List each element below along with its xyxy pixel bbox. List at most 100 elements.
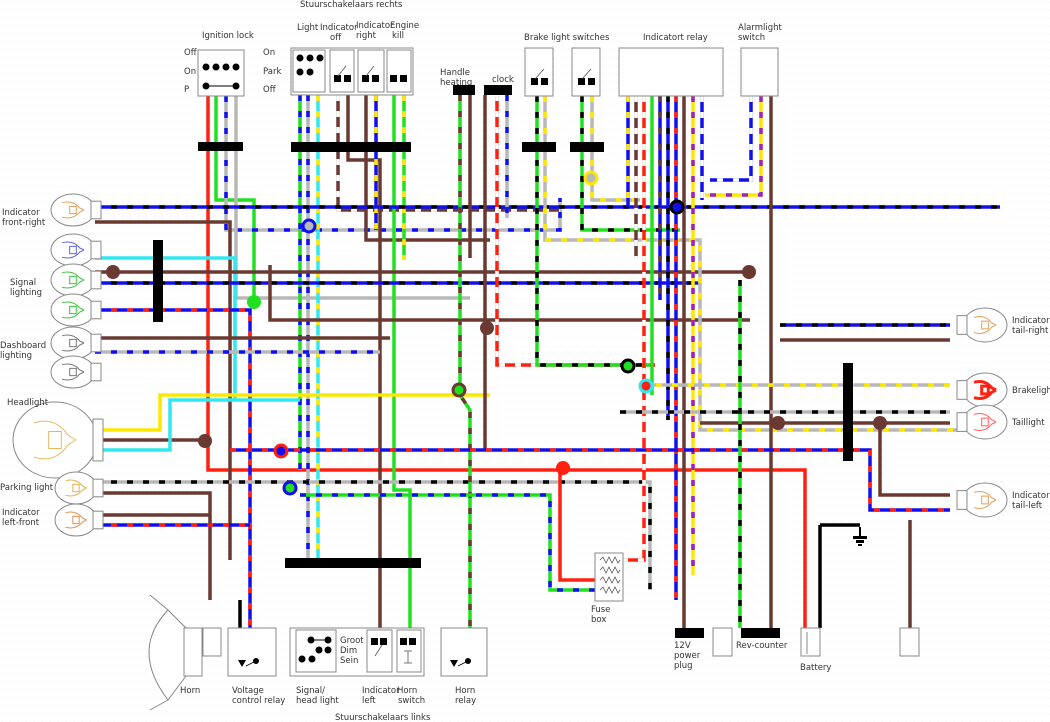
header-right-switches: Stuurschakelaars rechts <box>300 0 403 10</box>
power-plug-label-3: plug <box>674 661 693 671</box>
horn-relay-label-2: relay <box>455 696 476 706</box>
wire-tail-left-stripe <box>230 448 950 512</box>
wire-handle-heating-1-stripe <box>458 95 472 628</box>
wire-alarm-1-stripe <box>710 96 753 182</box>
ignition-p-label: P <box>184 85 189 95</box>
junction-brown-center <box>480 321 494 335</box>
wire-signal-red-stripe <box>95 308 252 628</box>
indicator-relay-label: Indicatort relay <box>643 33 708 43</box>
taillight-label: Taillight <box>1011 418 1045 428</box>
indicator-left-front-label-2: left-front <box>2 518 40 528</box>
parking-light-label: Parking light <box>0 483 54 493</box>
horn-label: Horn <box>180 686 200 696</box>
lamp-signal-1 <box>50 233 102 267</box>
junction-gray-blue <box>301 218 317 234</box>
fuse-box-label-2: box <box>591 615 606 625</box>
junction-brown-right <box>742 265 756 279</box>
ground-terminal-2 <box>899 627 920 657</box>
engine-kill-label: Engine <box>390 21 419 31</box>
power-plug-label: 12V <box>674 641 691 651</box>
signal-head-light-label-2: head light <box>296 696 339 706</box>
handle-heating-label: Handle <box>440 68 470 78</box>
signal-lighting-label: Signal <box>10 278 36 288</box>
dashboard-lighting-label: Dashboard <box>0 341 46 351</box>
voltage-control-relay-label: Voltage <box>232 686 264 696</box>
indicator-off-label-2: off <box>330 33 342 43</box>
handle-heating-connector: Handle heating <box>440 68 475 95</box>
indicator-right-label-2: right <box>356 31 377 41</box>
lamp-indicator-left-front <box>54 503 104 537</box>
lamp-indicator-tail-left <box>956 482 1008 518</box>
wire-headlight-cyan <box>95 398 300 452</box>
voltage-control-relay: Voltage control relay <box>227 627 285 706</box>
indicator-relay: Indicatort relay <box>618 33 724 97</box>
horn-switch-label: Horn <box>397 686 417 696</box>
wire-fuse-green-blue <box>300 493 595 592</box>
wire-ignition-gray-blue-stripe <box>224 96 562 232</box>
fuse-box: Fuse box <box>591 552 624 625</box>
headlight-label: Headlight <box>7 398 49 408</box>
light-on-label: On <box>263 48 275 58</box>
ignition-lock: Ignition lock Off On P <box>184 31 254 97</box>
ignition-lock-label: Ignition lock <box>202 31 254 41</box>
alarmlight-switch: Alarmlight switch <box>738 23 783 97</box>
indicator-relay-box <box>618 47 724 97</box>
wire-indicator-off-1-stripe <box>336 95 560 212</box>
lamp-brakelight <box>956 372 1008 408</box>
horn-relay: Horn relay <box>440 627 488 706</box>
indicator-tail-right-label: Indicator <box>1012 316 1050 326</box>
header-left-switches: Stuurschakelaars links <box>335 713 431 722</box>
wire-front-right-ground <box>95 220 232 560</box>
wire-brake-rear-1-stripe <box>580 96 680 232</box>
wire-center-brown-1 <box>268 265 750 322</box>
light-park-label: Park <box>263 67 281 77</box>
junction-green-black <box>620 358 636 374</box>
wire-tail-left-ground <box>878 423 950 497</box>
horn-relay-label: Horn <box>455 686 475 696</box>
alarmlight-switch-box <box>740 47 779 97</box>
junction-red-cyan <box>638 378 654 394</box>
indicator-left-label: Indicator <box>362 686 400 696</box>
junction-rear-ground <box>873 416 887 430</box>
wire-brake-rear-2-stripe <box>590 96 640 202</box>
wire-relay-3-stripe <box>620 96 646 562</box>
indicator-front-right-label-2: front-right <box>2 218 46 228</box>
junction-taillight <box>771 416 785 430</box>
signal-lighting-label-2: lighting <box>10 288 42 298</box>
junction-gray-yellow <box>583 170 599 186</box>
brake-switch-rear <box>571 47 601 97</box>
wires <box>95 95 1000 640</box>
signal-head-light-switch: Groot Dim Sein Signal/ head light Indica… <box>289 627 425 706</box>
lamp-signal-3 <box>50 293 102 327</box>
lamp-indicator-front-right <box>50 193 102 227</box>
wire-headlight-yellow <box>95 393 490 432</box>
junction-green <box>247 295 261 309</box>
horn-switch-label-2: switch <box>398 696 425 706</box>
indicator-right-switch <box>357 49 385 93</box>
wire-indicator-off-2 <box>346 95 382 640</box>
wire-parking-light-stripe <box>95 480 652 590</box>
engine-kill-switch <box>386 49 412 93</box>
indicator-tail-right-label-2: tail-right <box>1012 326 1049 336</box>
alarmlight-switch-label-2: switch <box>738 33 765 43</box>
power-plug: 12V power plug <box>674 628 704 671</box>
lamp-taillight <box>956 404 1008 440</box>
groot-label: Groot <box>340 636 364 646</box>
junction-blue-red <box>273 443 289 459</box>
right-handlebar-switches: On Park Off Light Indicator off Indicato… <box>263 21 419 96</box>
junction-headlight-ground <box>198 434 212 448</box>
dashboard-lighting-label-2: lighting <box>0 351 32 361</box>
brake-light-switches-label: Brake light switches <box>524 33 610 43</box>
wire-brake-front-2-stripe <box>543 96 1000 432</box>
indicator-left-label-2: left <box>362 696 376 706</box>
voltage-control-relay-label-2: control relay <box>232 696 285 706</box>
junction-green-blue <box>282 480 298 496</box>
clock-connector: clock <box>484 75 514 95</box>
lamp-headlight <box>12 401 104 479</box>
rev-counter-label: Rev-counter <box>736 641 788 651</box>
rev-counter: Rev-counter <box>736 628 788 651</box>
